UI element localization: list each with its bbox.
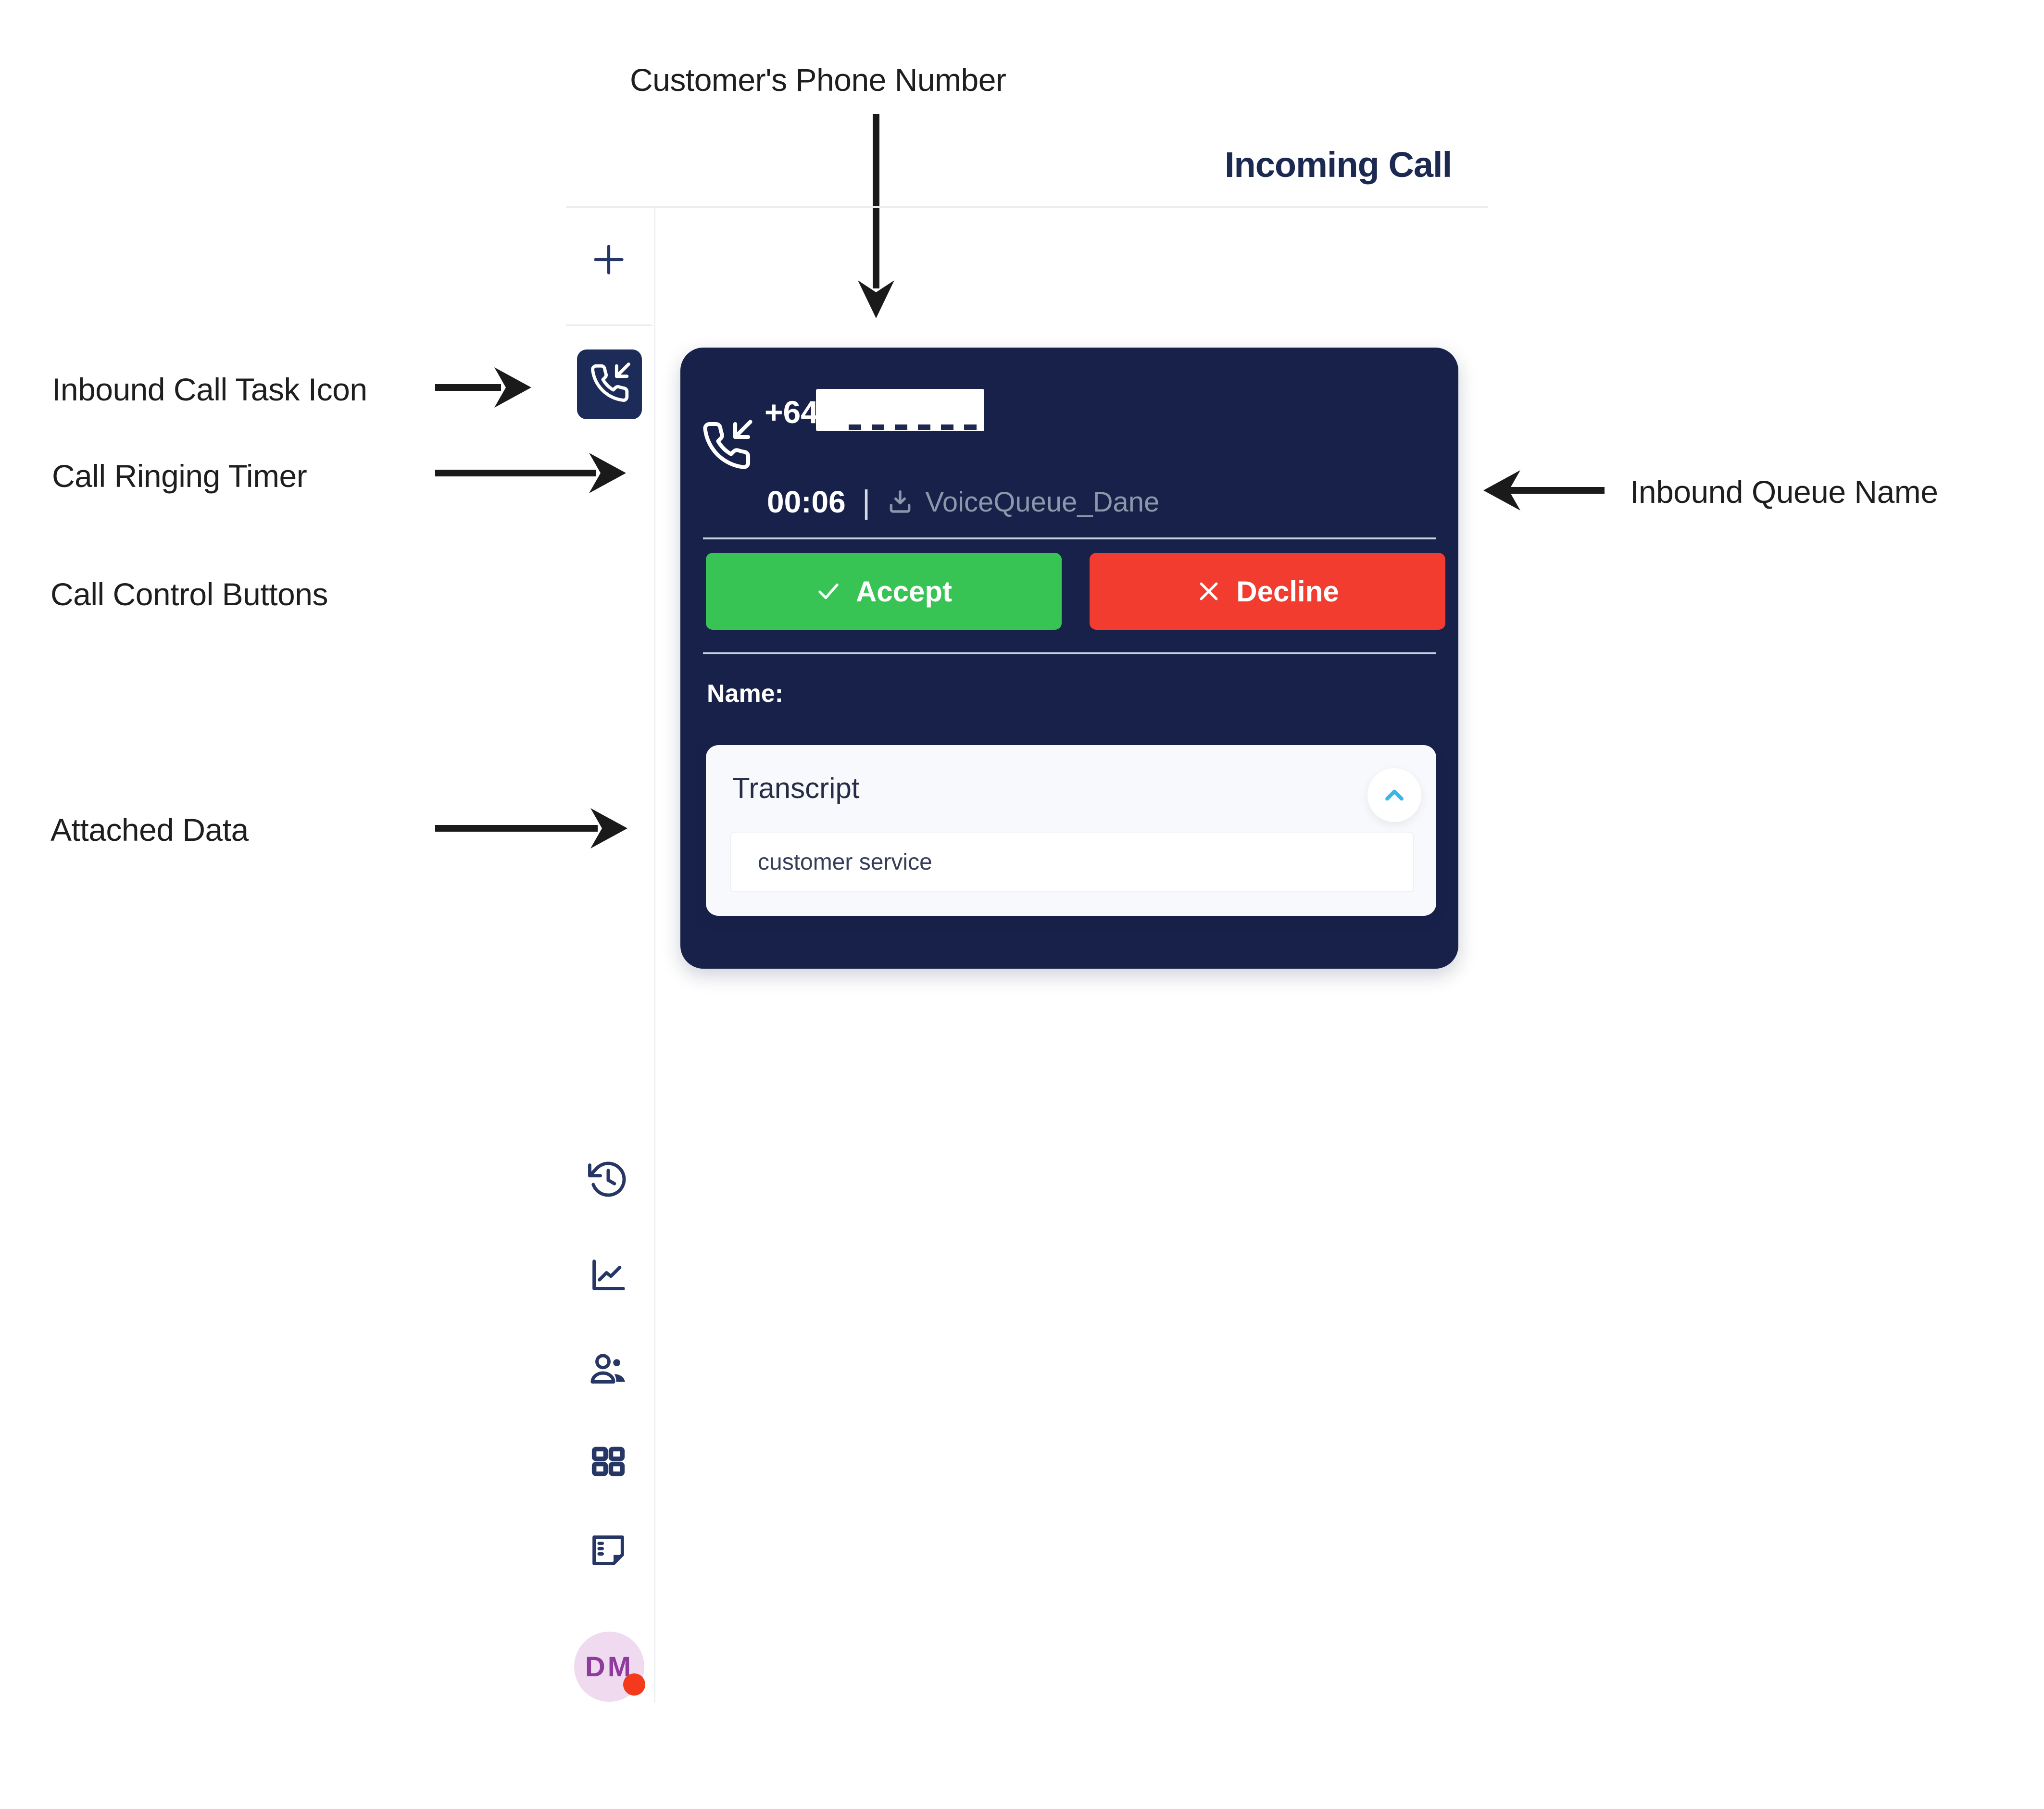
transcript-value-box: customer service (730, 832, 1414, 892)
accept-button[interactable]: Accept (706, 553, 1062, 630)
attached-data-panel: Transcript customer service (706, 745, 1436, 916)
annotation-customer-phone: Customer's Phone Number (630, 62, 1006, 98)
annotation-call-controls: Call Control Buttons (50, 576, 328, 612)
phone-number-redaction (816, 389, 984, 431)
sidebar-item-apps[interactable] (587, 1441, 629, 1484)
check-icon (818, 583, 839, 599)
timer-queue-separator: | (862, 484, 871, 520)
reports-chart-icon (587, 1254, 629, 1299)
add-task-icon[interactable] (588, 238, 630, 281)
annotation-inbound-queue: Inbound Queue Name (1630, 474, 1938, 510)
accept-button-label: Accept (855, 575, 953, 608)
sidebar-divider (654, 206, 655, 1703)
card-divider-bottom (703, 652, 1436, 654)
notes-icon (587, 1529, 629, 1574)
sidebar-item-inbound-call-task[interactable] (577, 349, 642, 419)
queue-download-icon (885, 487, 915, 517)
avatar-initials: DM (585, 1651, 634, 1683)
decline-button[interactable]: Decline (1090, 553, 1445, 630)
annotation-inbound-task: Inbound Call Task Icon (52, 372, 367, 407)
inbound-queue-name: VoiceQueue_Dane (925, 486, 1160, 518)
inbound-call-icon (589, 362, 630, 406)
decline-button-label: Decline (1236, 575, 1339, 608)
transcript-value: customer service (758, 849, 932, 875)
name-label: Name: (707, 680, 783, 708)
transcript-title: Transcript (732, 772, 860, 804)
annotation-ringing-timer: Call Ringing Timer (52, 458, 307, 494)
sidebar-item-reports[interactable] (587, 1255, 629, 1297)
apps-grid-icon (587, 1440, 629, 1485)
x-icon (1200, 582, 1218, 600)
contacts-icon (587, 1347, 629, 1392)
header-divider (566, 206, 1488, 208)
arrow-down-customer-phone (858, 114, 894, 318)
redacted-digit-marks (849, 424, 998, 430)
status-dot (623, 1673, 645, 1696)
caller-phone-number: +64 (765, 394, 818, 430)
sidebar-item-history[interactable] (587, 1159, 629, 1201)
ringing-timer-value: 00:06 (767, 485, 846, 519)
history-icon (587, 1158, 629, 1203)
incoming-call-icon (701, 420, 752, 472)
sidebar-item-notes[interactable] (587, 1530, 629, 1572)
arrow-right-ringing-timer (435, 453, 626, 493)
collapse-transcript-button[interactable] (1367, 768, 1421, 822)
arrow-right-attached-data (435, 808, 627, 848)
call-control-buttons: Accept Decline (706, 553, 1445, 630)
page-title: Incoming Call (1225, 145, 1452, 185)
incoming-call-card: +64 00:06 | VoiceQueue_Dane (680, 348, 1458, 969)
sidebar-section-divider (566, 324, 652, 326)
chevron-up-icon (1385, 789, 1404, 801)
arrow-right-inbound-task (435, 367, 531, 408)
annotation-attached-data: Attached Data (50, 812, 249, 848)
sidebar-item-contacts[interactable] (587, 1348, 629, 1391)
card-divider-top (703, 537, 1436, 539)
arrow-left-inbound-queue (1483, 470, 1605, 511)
